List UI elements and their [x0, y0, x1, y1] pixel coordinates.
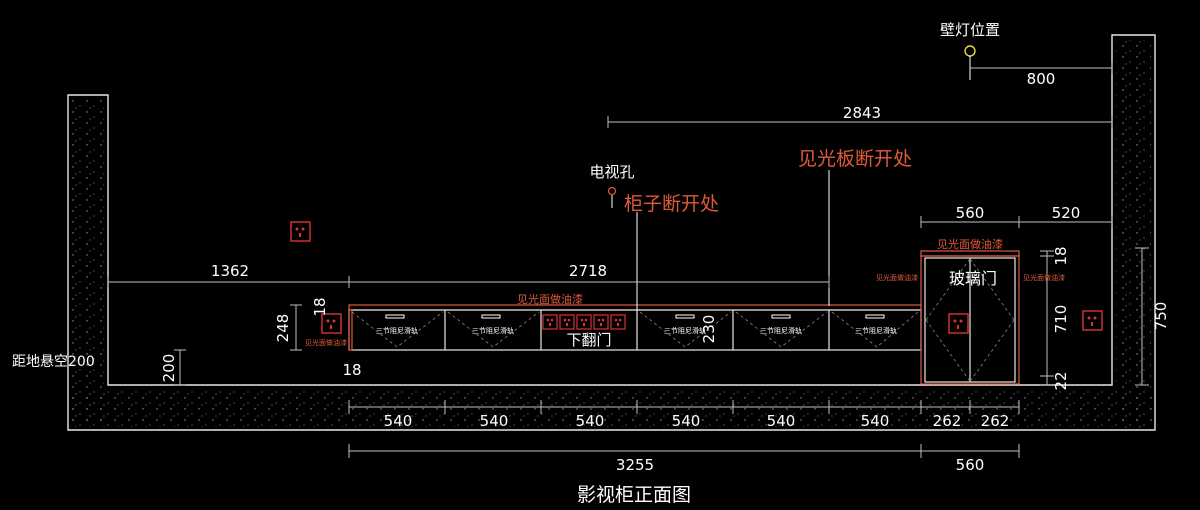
- socket-icon: [290, 221, 311, 242]
- dim-bottom-3: 540: [576, 412, 605, 430]
- dim-18-bottom: 18: [342, 361, 361, 379]
- drawer-note: 三节阻尼滑轨: [664, 326, 706, 335]
- dim-710: 710: [1052, 305, 1070, 334]
- paint-note-left: 见光面做油漆: [305, 338, 347, 347]
- paint-note-right-1: 见光面做油漆: [876, 273, 918, 282]
- wall-outline: [67, 34, 1156, 431]
- drawer-handle: [481, 314, 501, 319]
- drawer-handle: [675, 314, 695, 319]
- left-end-panel: [348, 309, 353, 351]
- tv-hole-label: 电视孔: [589, 163, 634, 181]
- dim-bottom-4: 540: [672, 412, 701, 430]
- board-break-label: 见光板断开处: [798, 148, 912, 170]
- dim-248: 248: [274, 314, 292, 343]
- dim-3255: 3255: [616, 456, 654, 474]
- drawer-hatch: [351, 311, 444, 348]
- dim-1362: 1362: [211, 262, 249, 280]
- dim-18-left: 18: [311, 297, 329, 316]
- tv-hole-icon: [607, 186, 617, 208]
- drawer-hatch: [831, 311, 919, 348]
- dim-520: 520: [1052, 204, 1081, 222]
- dim-bottom-6: 540: [861, 412, 890, 430]
- flip-door-label: 下翻门: [566, 331, 611, 349]
- tall-cabinet-body: [920, 255, 1020, 385]
- socket-icon: [1082, 310, 1103, 331]
- tall-cabinet-top-board: [920, 250, 1020, 257]
- dim-bottom-7: 262: [933, 412, 962, 430]
- dim-2843: 2843: [843, 104, 881, 122]
- drawer-handle: [865, 314, 885, 319]
- wall-lamp-icon: [964, 45, 976, 80]
- wall-lamp-label: 壁灯位置: [940, 21, 1000, 39]
- paint-note-right-2: 见光面做油漆: [1023, 273, 1065, 282]
- dim-bottom-2: 540: [480, 412, 509, 430]
- dim-560-top: 560: [956, 204, 985, 222]
- drawer-note: 三节阻尼滑轨: [855, 326, 897, 335]
- dim-bottom-5: 540: [767, 412, 796, 430]
- drawer-note: 三节阻尼滑轨: [472, 326, 514, 335]
- dim-800: 800: [1027, 70, 1056, 88]
- drawer-note: 三节阻尼滑轨: [376, 326, 418, 335]
- dim-bottom-8: 262: [981, 412, 1010, 430]
- drawer-hatch: [447, 311, 540, 348]
- drawer-handle: [385, 314, 405, 319]
- drawer-handle: [771, 314, 791, 319]
- floor-gap-label: 距地悬空200: [12, 354, 95, 370]
- dim-2718: 2718: [569, 262, 607, 280]
- drawing-title: 影视柜正面图: [577, 484, 691, 506]
- dim-230: 230: [700, 315, 718, 344]
- low-cabinet-top-board: [348, 304, 922, 311]
- wall-speckle-left: [72, 100, 104, 425]
- dim-560-bottom: 560: [956, 456, 985, 474]
- glass-door-hatch: [925, 259, 1015, 381]
- socket-icon: [321, 313, 342, 334]
- socket-strip: [542, 314, 626, 330]
- drawer-hatch: [735, 311, 828, 348]
- dim-200: 200: [160, 354, 178, 383]
- wall-speckle-right: [1116, 40, 1151, 428]
- paint-note-top: 见光面做油漆: [517, 292, 583, 306]
- dim-ticks: [107, 62, 1149, 458]
- drawer-note: 三节阻尼滑轨: [760, 326, 802, 335]
- socket-icon: [948, 313, 969, 334]
- drawer-hatch: [639, 311, 732, 348]
- paint-note-tall: 见光面做油漆: [937, 237, 1003, 251]
- dim-750: 750: [1152, 302, 1170, 331]
- dim-18-right: 18: [1052, 246, 1070, 265]
- dim-22: 22: [1052, 371, 1070, 390]
- dim-bottom-1: 540: [384, 412, 413, 430]
- low-cabinet-body: [348, 309, 922, 351]
- wall-speckle-bottom: [72, 389, 1152, 427]
- glass-door-label: 玻璃门: [949, 269, 997, 288]
- cabinet-break-label: 柜子断开处: [624, 193, 719, 215]
